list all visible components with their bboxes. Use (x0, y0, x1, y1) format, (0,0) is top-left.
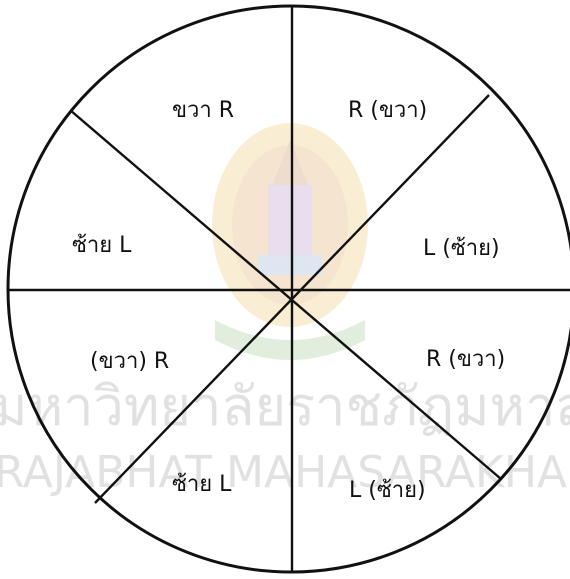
university-emblem-icon (212, 123, 368, 360)
sector-label-left-lower: (ขวา) R (90, 349, 169, 374)
sector-label-bottom-right: L (ซ้าย) (349, 478, 426, 503)
sector-label-top-left: ขวา R (172, 98, 234, 123)
divider-diagonal-1 (69, 109, 502, 480)
divider-diagonal-2 (94, 94, 490, 504)
sector-label-left-upper: ซ้าย L (72, 233, 132, 258)
watermark-thai-text: มหาวิทยาลัยราชภัฏมหาสารค (0, 375, 570, 438)
sector-label-top-right: R (ขวา) (348, 98, 427, 123)
sector-label-bottom-left: ซ้าย L (172, 472, 232, 497)
watermark-english-text: RAJABHAT MAHASARAKHAM UNIVER (0, 447, 570, 498)
sector-label-right-upper: L (ซ้าย) (423, 236, 500, 261)
sector-label-right-lower: R (ขวา) (426, 347, 505, 372)
